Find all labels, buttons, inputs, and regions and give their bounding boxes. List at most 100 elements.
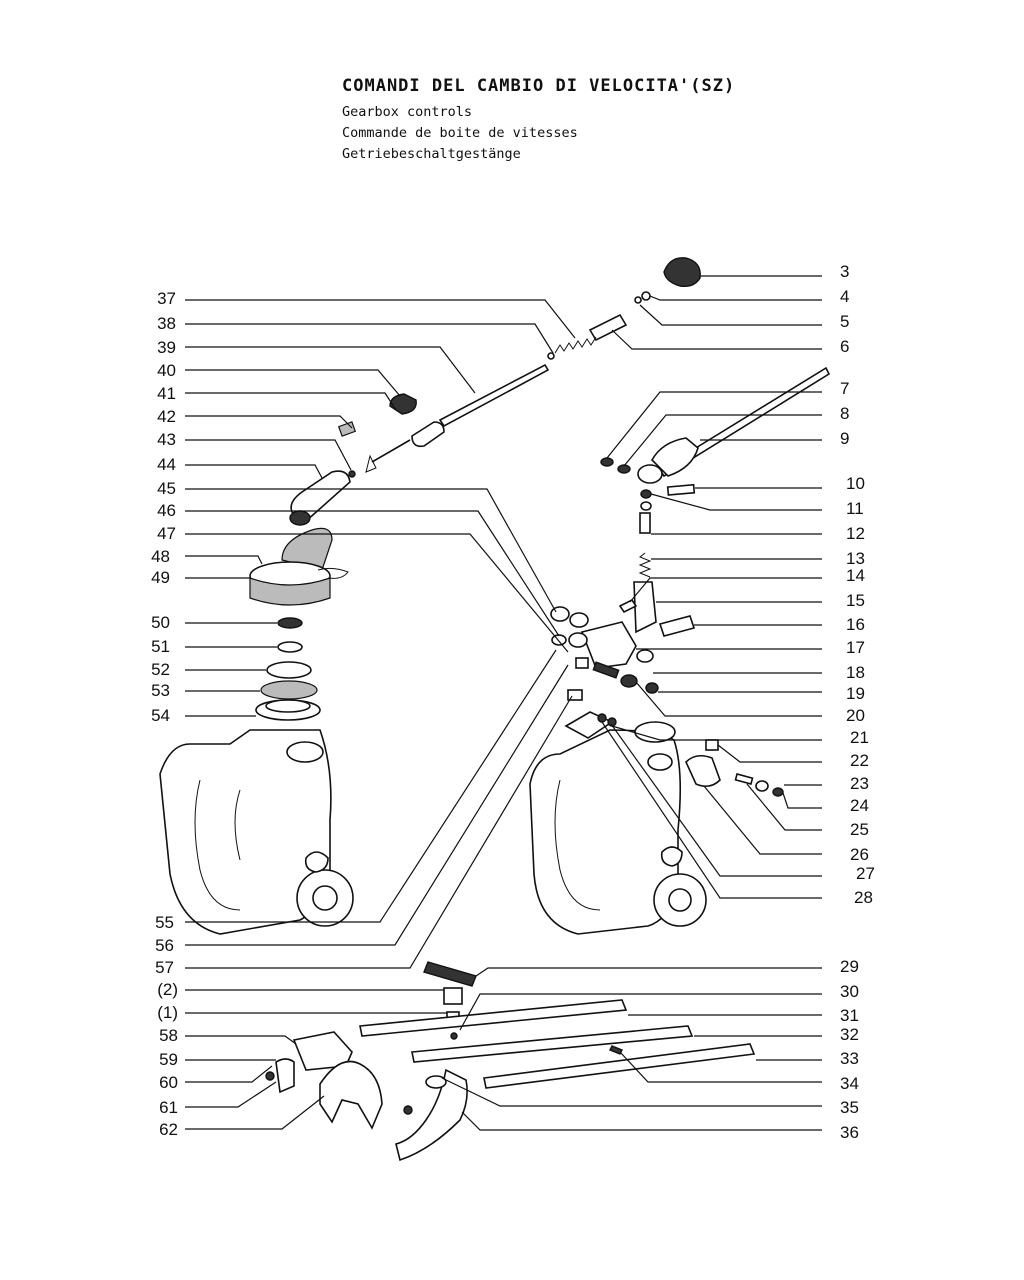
callout-5: 5 [840, 312, 849, 331]
plug-part [705, 739, 719, 751]
callout-43: 43 [157, 430, 176, 449]
callout-6: 6 [840, 337, 849, 356]
rubber-boot-part [281, 527, 333, 571]
title-english: Gearbox controls [342, 104, 473, 120]
shift-fork-part [275, 1058, 295, 1094]
gear-knob-part [663, 257, 701, 288]
key-part [609, 1045, 623, 1055]
pin-part [592, 661, 620, 679]
callout-18: 18 [846, 663, 865, 682]
plug-part [620, 674, 638, 688]
callout-37: 37 [157, 289, 176, 308]
plug-part [575, 657, 589, 669]
selector-rod-part [359, 999, 628, 1037]
callout-51: 51 [151, 637, 170, 656]
washer-part [569, 612, 589, 628]
selector-rod-part [483, 1043, 756, 1089]
callout-44: 44 [157, 455, 176, 474]
plug-part [443, 987, 463, 1005]
nut-part [641, 291, 651, 301]
callout-46: 46 [157, 501, 176, 520]
ring-part [277, 617, 303, 629]
sleeve-part [639, 512, 651, 534]
callout-12: 12 [846, 524, 865, 543]
selector-fork-part [292, 1031, 353, 1071]
callout-9: 9 [840, 429, 849, 448]
seal-part [260, 680, 318, 700]
bolt-part [658, 615, 696, 637]
title-german: Getriebeschaltgestänge [342, 146, 521, 162]
washer-part [755, 780, 769, 792]
callout-28: 28 [854, 888, 873, 907]
clamp-part [317, 567, 349, 579]
callouts-right: 3 4 5 6 7 8 9 10 11 12 13 14 15 16 17 18… [840, 262, 875, 1142]
callout-33: 33 [840, 1049, 859, 1068]
callout-31: 31 [840, 1006, 859, 1025]
leader-lines-left [185, 299, 576, 1130]
callout-10: 10 [846, 474, 865, 493]
callout-62: 62 [159, 1120, 178, 1139]
washer-part [617, 464, 631, 474]
spring-cap-part [547, 352, 555, 360]
callout-14: 14 [846, 566, 865, 585]
callout-58: 58 [159, 1026, 178, 1045]
callout-52: 52 [151, 660, 170, 679]
washer-part [634, 296, 642, 304]
callout-40: 40 [157, 361, 176, 380]
callout-56: 56 [155, 936, 174, 955]
callout-8: 8 [840, 404, 849, 423]
cup-part [266, 661, 312, 679]
shift-lever-boss-part [651, 437, 699, 477]
callout-38: 38 [157, 314, 176, 333]
boot-base-part [249, 577, 331, 606]
plug-part [567, 689, 583, 701]
callout-24: 24 [850, 796, 869, 815]
callout-39: 39 [157, 338, 176, 357]
lever-boss-part [411, 421, 445, 448]
spring-clip-part [365, 454, 377, 473]
gearbox-housing-left-part [159, 729, 354, 935]
selector-rod-part [411, 1025, 694, 1063]
leader-lines-right [441, 275, 822, 1131]
callout-59: 59 [159, 1050, 178, 1069]
shift-fork-part [395, 1068, 468, 1162]
washer-part [568, 632, 588, 648]
lever-eye-part [289, 510, 311, 526]
callout-4: 4 [840, 287, 849, 306]
washer-part [551, 634, 567, 646]
callout-20: 20 [846, 706, 865, 725]
callout-54: 54 [151, 706, 170, 725]
spring-part [638, 552, 652, 578]
interlock-plate-part [423, 961, 477, 987]
seal-part [645, 682, 659, 694]
cover-inner-part [265, 699, 311, 713]
bolt-part [734, 773, 754, 785]
callout-42: 42 [157, 407, 176, 426]
callout-30: 30 [840, 982, 859, 1001]
washer-part [277, 641, 303, 653]
callout-25: 25 [850, 820, 869, 839]
callout-26: 26 [850, 845, 869, 864]
diagram-title: COMANDI DEL CAMBIO DI VELOCITA'(SZ) [342, 76, 736, 96]
gear-lever-part [438, 363, 550, 428]
title-french: Commande de boite de vitesses [342, 125, 578, 141]
callout-60: 60 [159, 1073, 178, 1092]
callout-45: 45 [157, 479, 176, 498]
callout-53: 53 [151, 681, 170, 700]
callout-7: 7 [840, 379, 849, 398]
callout-29: 29 [840, 957, 859, 976]
parts-drawing [159, 257, 831, 1162]
callout-23: 23 [850, 774, 869, 793]
ball-part [348, 470, 356, 478]
shift-lever-eye-part [637, 464, 663, 484]
callout-2-paren: (2) [157, 980, 178, 999]
screw-part [265, 1071, 275, 1081]
pin-part [618, 598, 638, 614]
callout-50: 50 [151, 613, 170, 632]
callout-15: 15 [846, 591, 865, 610]
callouts-left: 37 38 39 40 41 42 43 44 45 46 47 48 49 5… [151, 289, 178, 1139]
ball-part [450, 1032, 458, 1040]
gearbox-housing-right-part [529, 721, 707, 935]
callout-49: 49 [151, 568, 170, 587]
